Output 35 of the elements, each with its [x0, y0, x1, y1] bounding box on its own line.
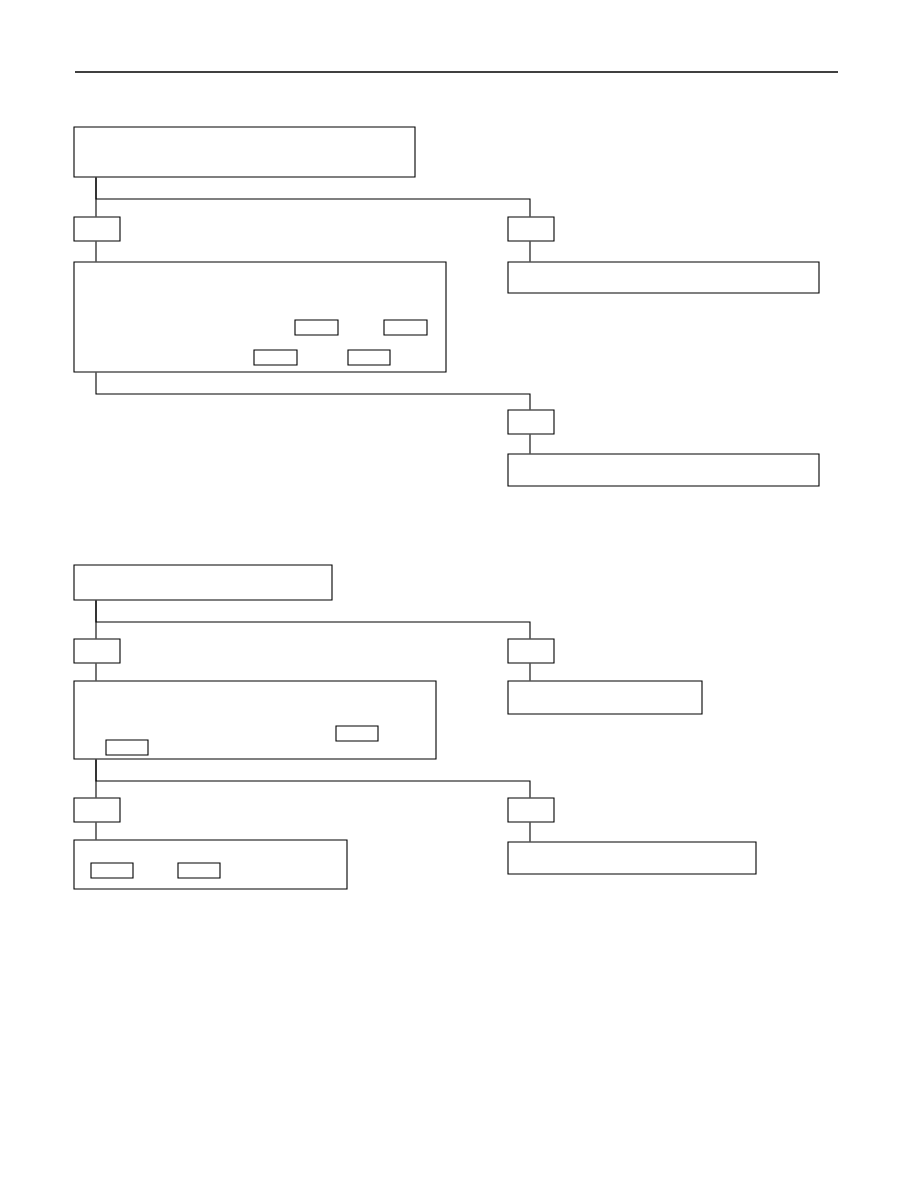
flow-box: [73, 839, 348, 890]
connector-line: [95, 663, 97, 681]
connector-line: [95, 177, 531, 217]
connector-line: [95, 372, 531, 410]
inset-box: [90, 862, 134, 879]
flow-box: [507, 638, 555, 664]
flow-box: [73, 638, 121, 664]
flow-box: [73, 564, 333, 601]
flow-box: [73, 680, 437, 760]
flow-box: [507, 797, 555, 823]
inset-box: [294, 319, 339, 336]
connector-line: [529, 822, 531, 842]
flow-box: [507, 680, 703, 715]
flow-box: [507, 841, 757, 875]
connector-line: [529, 434, 531, 454]
inset-box: [253, 349, 298, 366]
connector-line: [529, 241, 531, 262]
inset-box: [347, 349, 391, 366]
inset-box: [383, 319, 428, 336]
flow-box: [73, 797, 121, 823]
inset-box: [335, 725, 379, 742]
connector-line: [95, 241, 97, 262]
flow-box: [507, 216, 555, 242]
flow-box: [73, 216, 121, 242]
flow-box: [507, 409, 555, 435]
flow-box: [73, 126, 416, 178]
connector-line: [95, 822, 97, 840]
inset-box: [105, 739, 149, 756]
flow-box: [507, 453, 820, 487]
inset-box: [177, 862, 221, 879]
connector-line: [95, 600, 531, 639]
flow-box: [507, 261, 820, 294]
flow-box: [73, 261, 447, 373]
connector-line: [95, 759, 531, 798]
connector-line: [529, 663, 531, 681]
